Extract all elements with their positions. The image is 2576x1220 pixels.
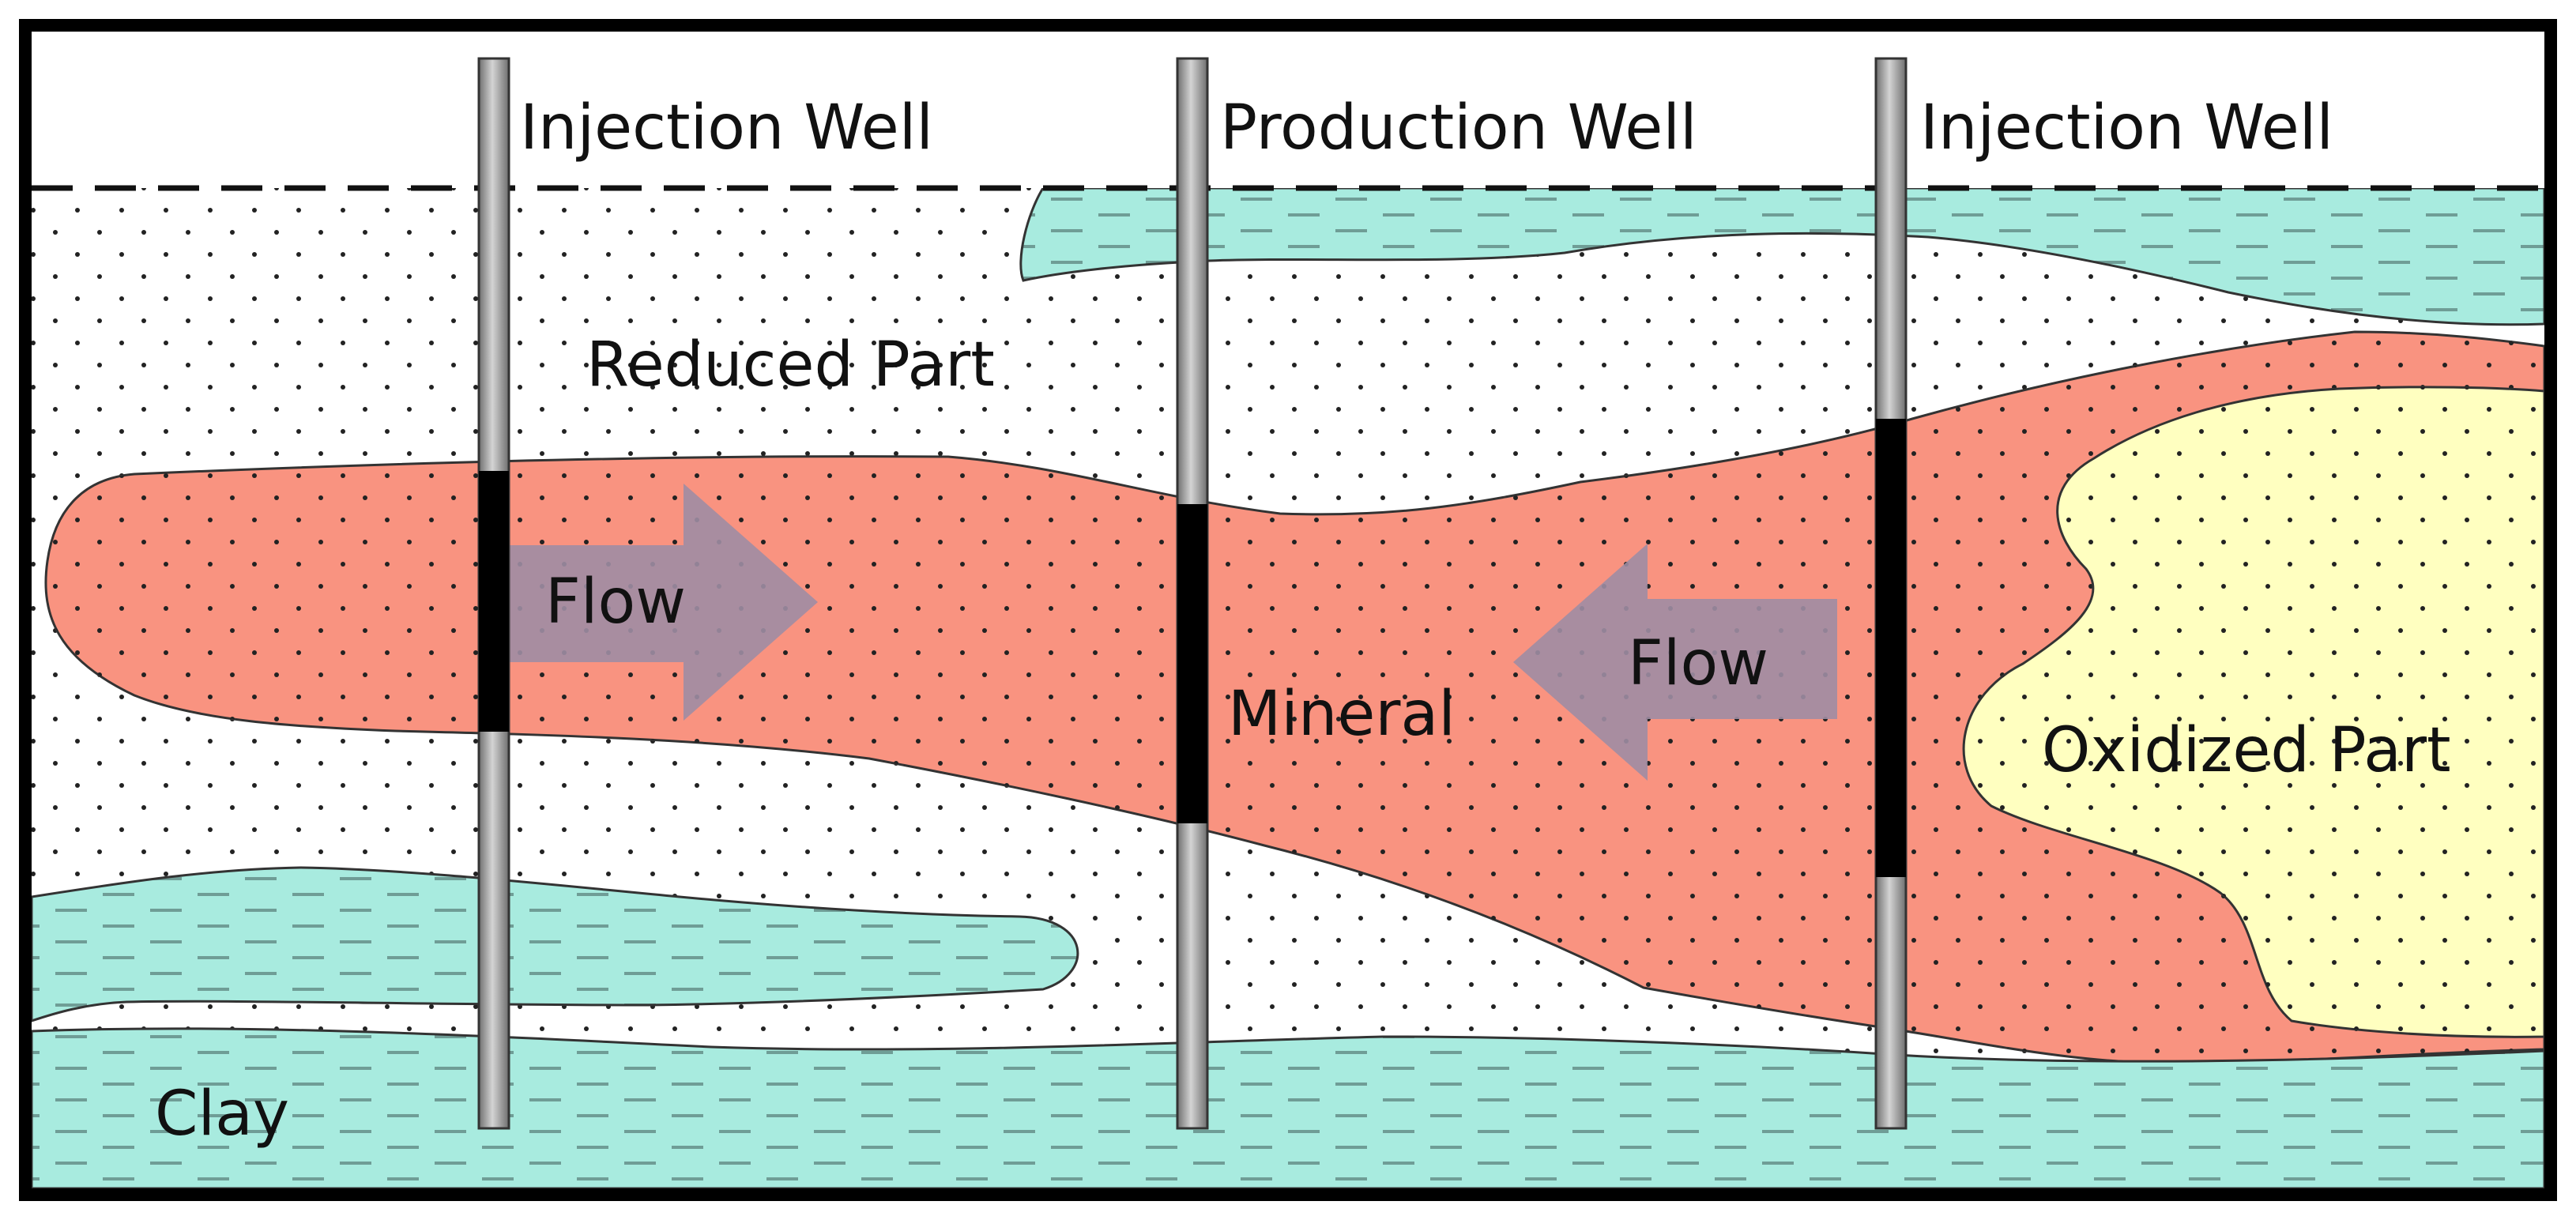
well-left-label: Injection Well bbox=[520, 92, 933, 164]
flow-right-label: Flow bbox=[1628, 628, 1768, 699]
lower-clay-lens bbox=[32, 866, 1079, 1022]
flow-left-label: Flow bbox=[545, 567, 686, 638]
well-center bbox=[1176, 57, 1209, 1130]
upper-clay-lens bbox=[1019, 186, 2544, 326]
well-left bbox=[477, 57, 510, 1130]
well-center-screen bbox=[1177, 504, 1207, 823]
well-right-label: Injection Well bbox=[1920, 92, 2333, 164]
clay-label: Clay bbox=[155, 1079, 289, 1150]
reduced-part-label: Reduced Part bbox=[586, 329, 995, 401]
above-water-table bbox=[32, 32, 2544, 188]
well-center-label: Production Well bbox=[1220, 92, 1697, 164]
diagram-frame bbox=[19, 19, 2557, 1201]
oxidized-part-label: Oxidized Part bbox=[2042, 715, 2451, 786]
mineral-label: Mineral bbox=[1228, 679, 1456, 750]
oxidized-dot-texture bbox=[1964, 386, 2544, 1037]
mineral-dot-texture bbox=[45, 332, 2544, 1064]
well-right-screen bbox=[1876, 419, 1906, 877]
flow-arrow-right bbox=[510, 484, 818, 721]
flow-arrow-left bbox=[1513, 544, 1837, 781]
well-right bbox=[1874, 57, 1908, 1130]
geology-layers bbox=[32, 32, 2544, 1188]
well-left-screen bbox=[479, 471, 509, 732]
bottom-clay-layer bbox=[32, 1027, 2544, 1188]
